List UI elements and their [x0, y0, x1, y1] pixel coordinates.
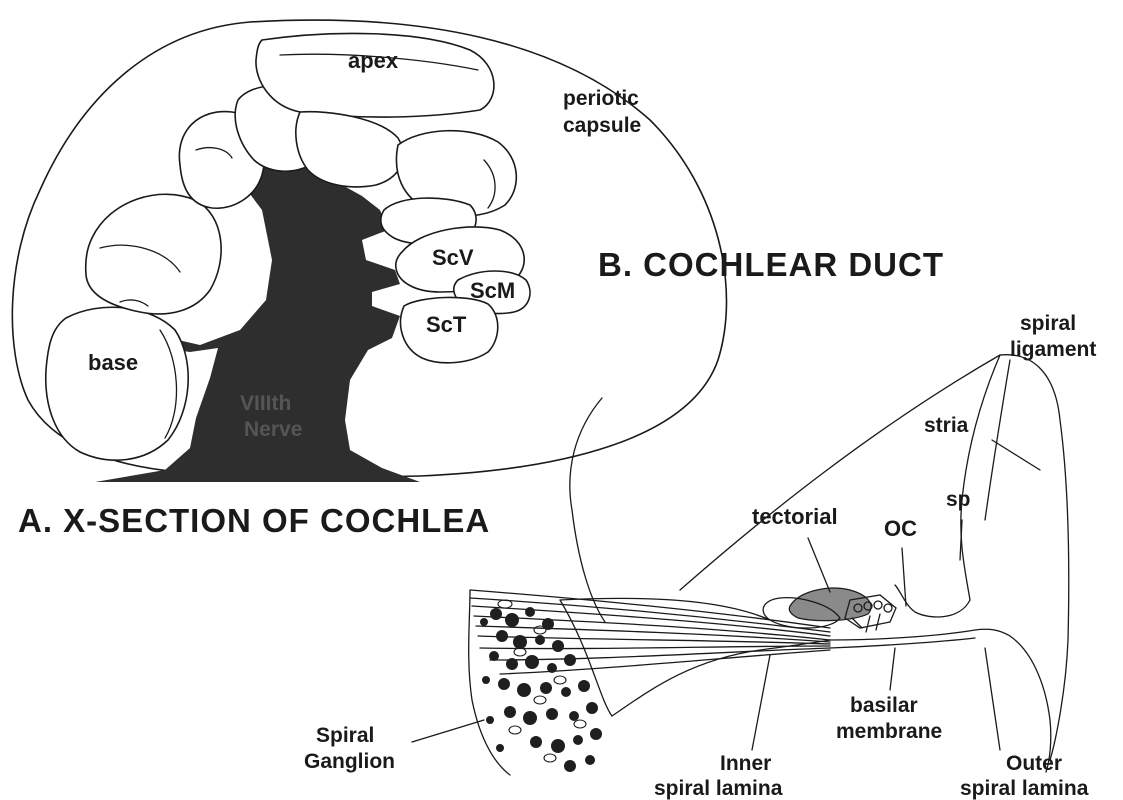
stria-label: stria — [924, 414, 969, 437]
outer-lamina-label-2: spiral lamina — [960, 777, 1089, 800]
spiral-ganglion — [469, 590, 612, 775]
inner-spiral-lamina-lower — [612, 640, 830, 716]
apex-label: apex — [348, 48, 399, 73]
scm-label: ScM — [470, 278, 515, 303]
periotic-label: periotic — [563, 87, 639, 110]
outer-lamina-label-1: Outer — [1006, 752, 1062, 775]
stria-wall — [961, 355, 1000, 600]
oc-label: OC — [884, 516, 917, 541]
spiral-ligament-label-2: ligament — [1010, 338, 1096, 361]
inner-lamina-pointer — [752, 655, 770, 750]
panel-a-heading: A. X-SECTION OF COCHLEA — [18, 502, 490, 539]
tectorial-label: tectorial — [752, 504, 838, 529]
inner-lamina-label-2: spiral lamina — [654, 777, 783, 800]
capsule-label: capsule — [563, 114, 641, 137]
inner-lamina-label-1: Inner — [720, 752, 771, 775]
sp-label: sp — [946, 488, 971, 511]
viii-nerve-label-1: VIIIth — [240, 392, 291, 415]
base-label: base — [88, 350, 138, 375]
basilar-pointer — [890, 648, 895, 690]
outer-lamina-pointer — [985, 648, 1000, 750]
tectorial-pointer — [808, 538, 830, 592]
scv-label: ScV — [432, 245, 474, 270]
spiral-ligament-label-1: spiral — [1020, 312, 1076, 335]
stria-pointer — [992, 440, 1040, 470]
reissner-membrane — [680, 355, 1000, 590]
apex-chamber — [256, 33, 494, 117]
basilar-label-1: basilar — [850, 694, 918, 717]
spiral-ganglion-label-1: Spiral — [316, 724, 374, 747]
inner-spiral-lamina-upper — [560, 598, 770, 620]
spiral-ganglion-label-2: Ganglion — [304, 750, 395, 773]
ganglion-pointer — [412, 720, 484, 742]
sct-label: ScT — [426, 312, 467, 337]
viii-nerve-label-2: Nerve — [244, 418, 302, 441]
panel-b-heading: B. COCHLEAR DUCT — [598, 246, 944, 283]
basilar-membrane — [830, 629, 1010, 640]
nerve-fibers — [470, 590, 830, 674]
base-chamber — [46, 307, 188, 460]
spiral-ligament-outline — [1000, 355, 1069, 760]
basilar-label-2: membrane — [836, 720, 942, 743]
ganglion-cells — [480, 607, 602, 772]
